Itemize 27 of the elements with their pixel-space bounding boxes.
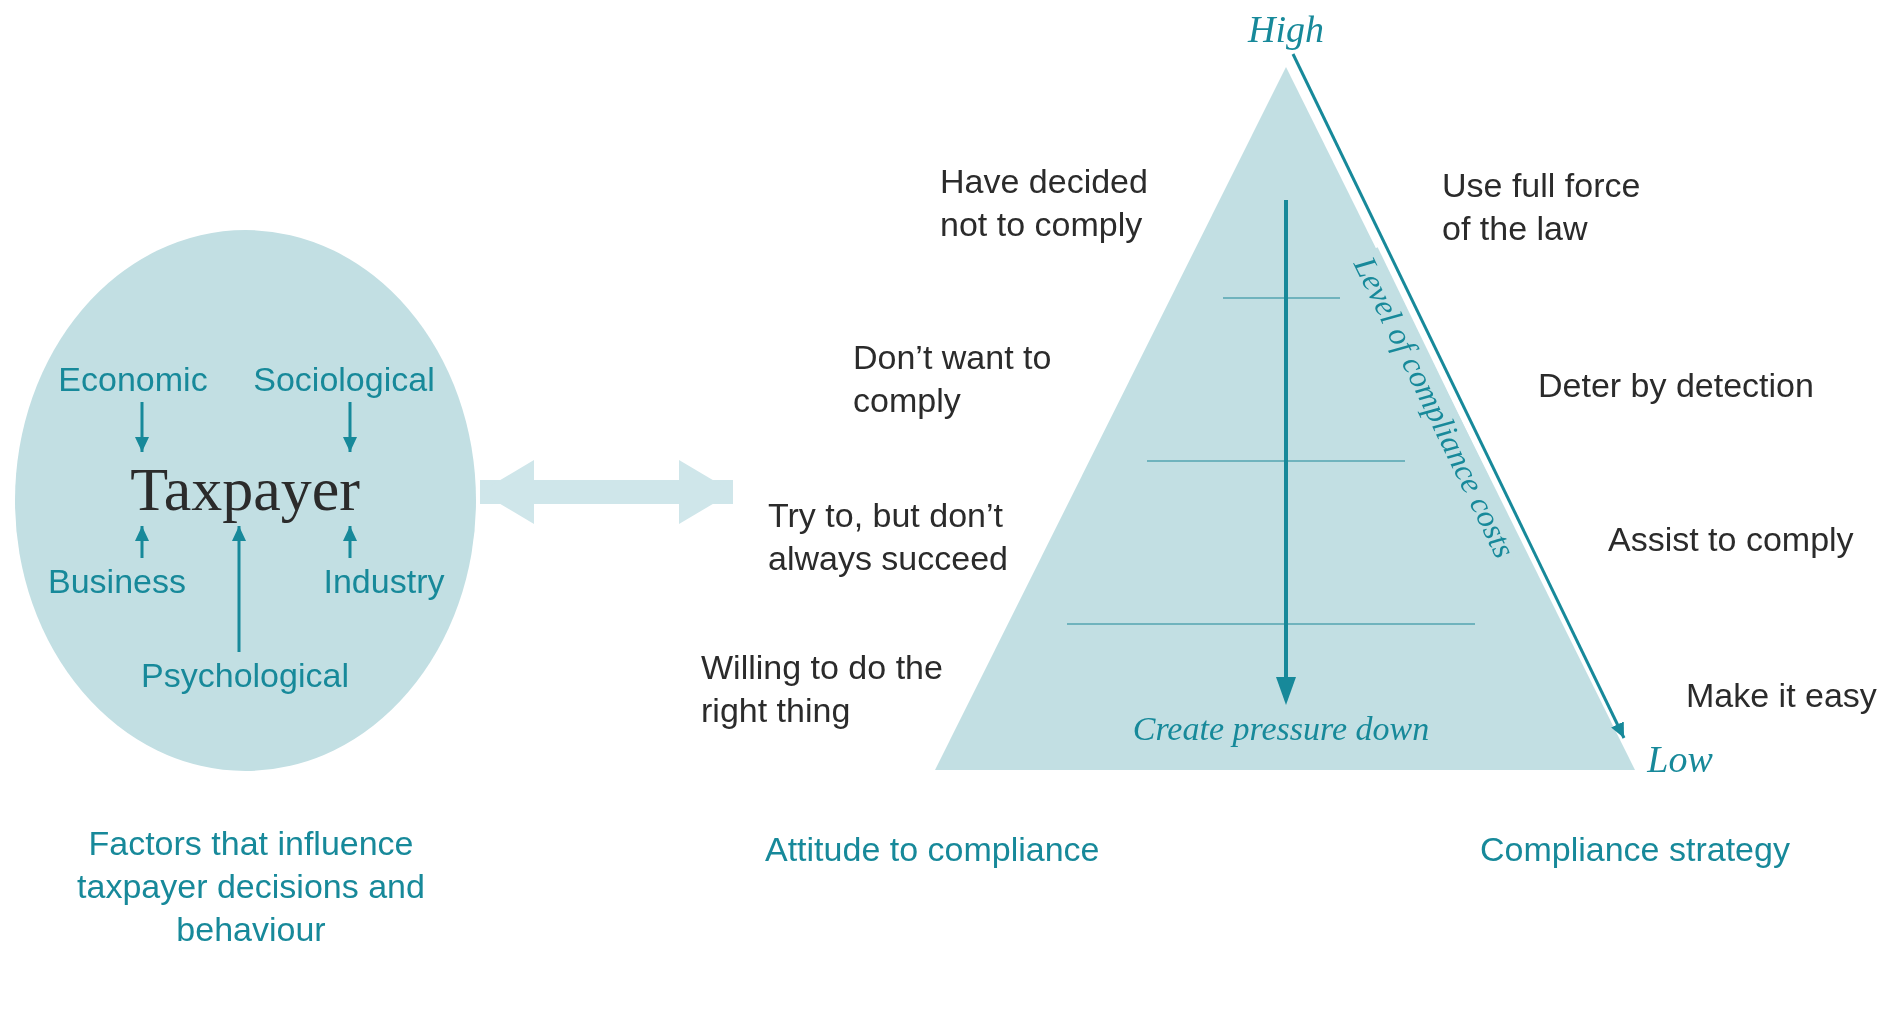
- column-caption: Attitude to compliance: [765, 829, 1100, 870]
- description-text: Use full force of the law: [1442, 165, 1642, 249]
- taxpayer-label: Taxpayer: [118, 452, 372, 526]
- arrow: [343, 402, 357, 452]
- column-caption: Factors that influence taxpayer decisions and behaviour: [76, 823, 426, 950]
- pressure-label: Create pressure down: [1131, 709, 1431, 749]
- arrow: [232, 526, 246, 652]
- arrow: [135, 402, 149, 452]
- factor-label: Industry: [319, 558, 449, 604]
- arrow: [343, 526, 357, 558]
- scale-end-label: Low: [1640, 736, 1720, 782]
- description-text: Try to, but don’t always succeed: [768, 495, 1009, 579]
- factor-label: Sociological: [244, 356, 444, 402]
- arrow: [135, 526, 149, 558]
- column-caption: Compliance strategy: [1480, 829, 1790, 870]
- description-text: Willing to do the right thing: [701, 647, 944, 731]
- description-text: Make it easy: [1686, 675, 1877, 716]
- description-text: Have decided not to comply: [940, 161, 1149, 245]
- scale-end-label: High: [1236, 6, 1336, 52]
- factor-label: Economic: [53, 356, 213, 402]
- arrow: [1291, 53, 1626, 739]
- factor-label: Business: [42, 558, 192, 604]
- description-text: Don’t want to comply: [853, 337, 1053, 421]
- description-text: Assist to comply: [1608, 519, 1854, 560]
- description-text: Deter by detection: [1538, 365, 1814, 406]
- factor-label: Psychological: [140, 652, 350, 698]
- double-arrow: [480, 460, 733, 524]
